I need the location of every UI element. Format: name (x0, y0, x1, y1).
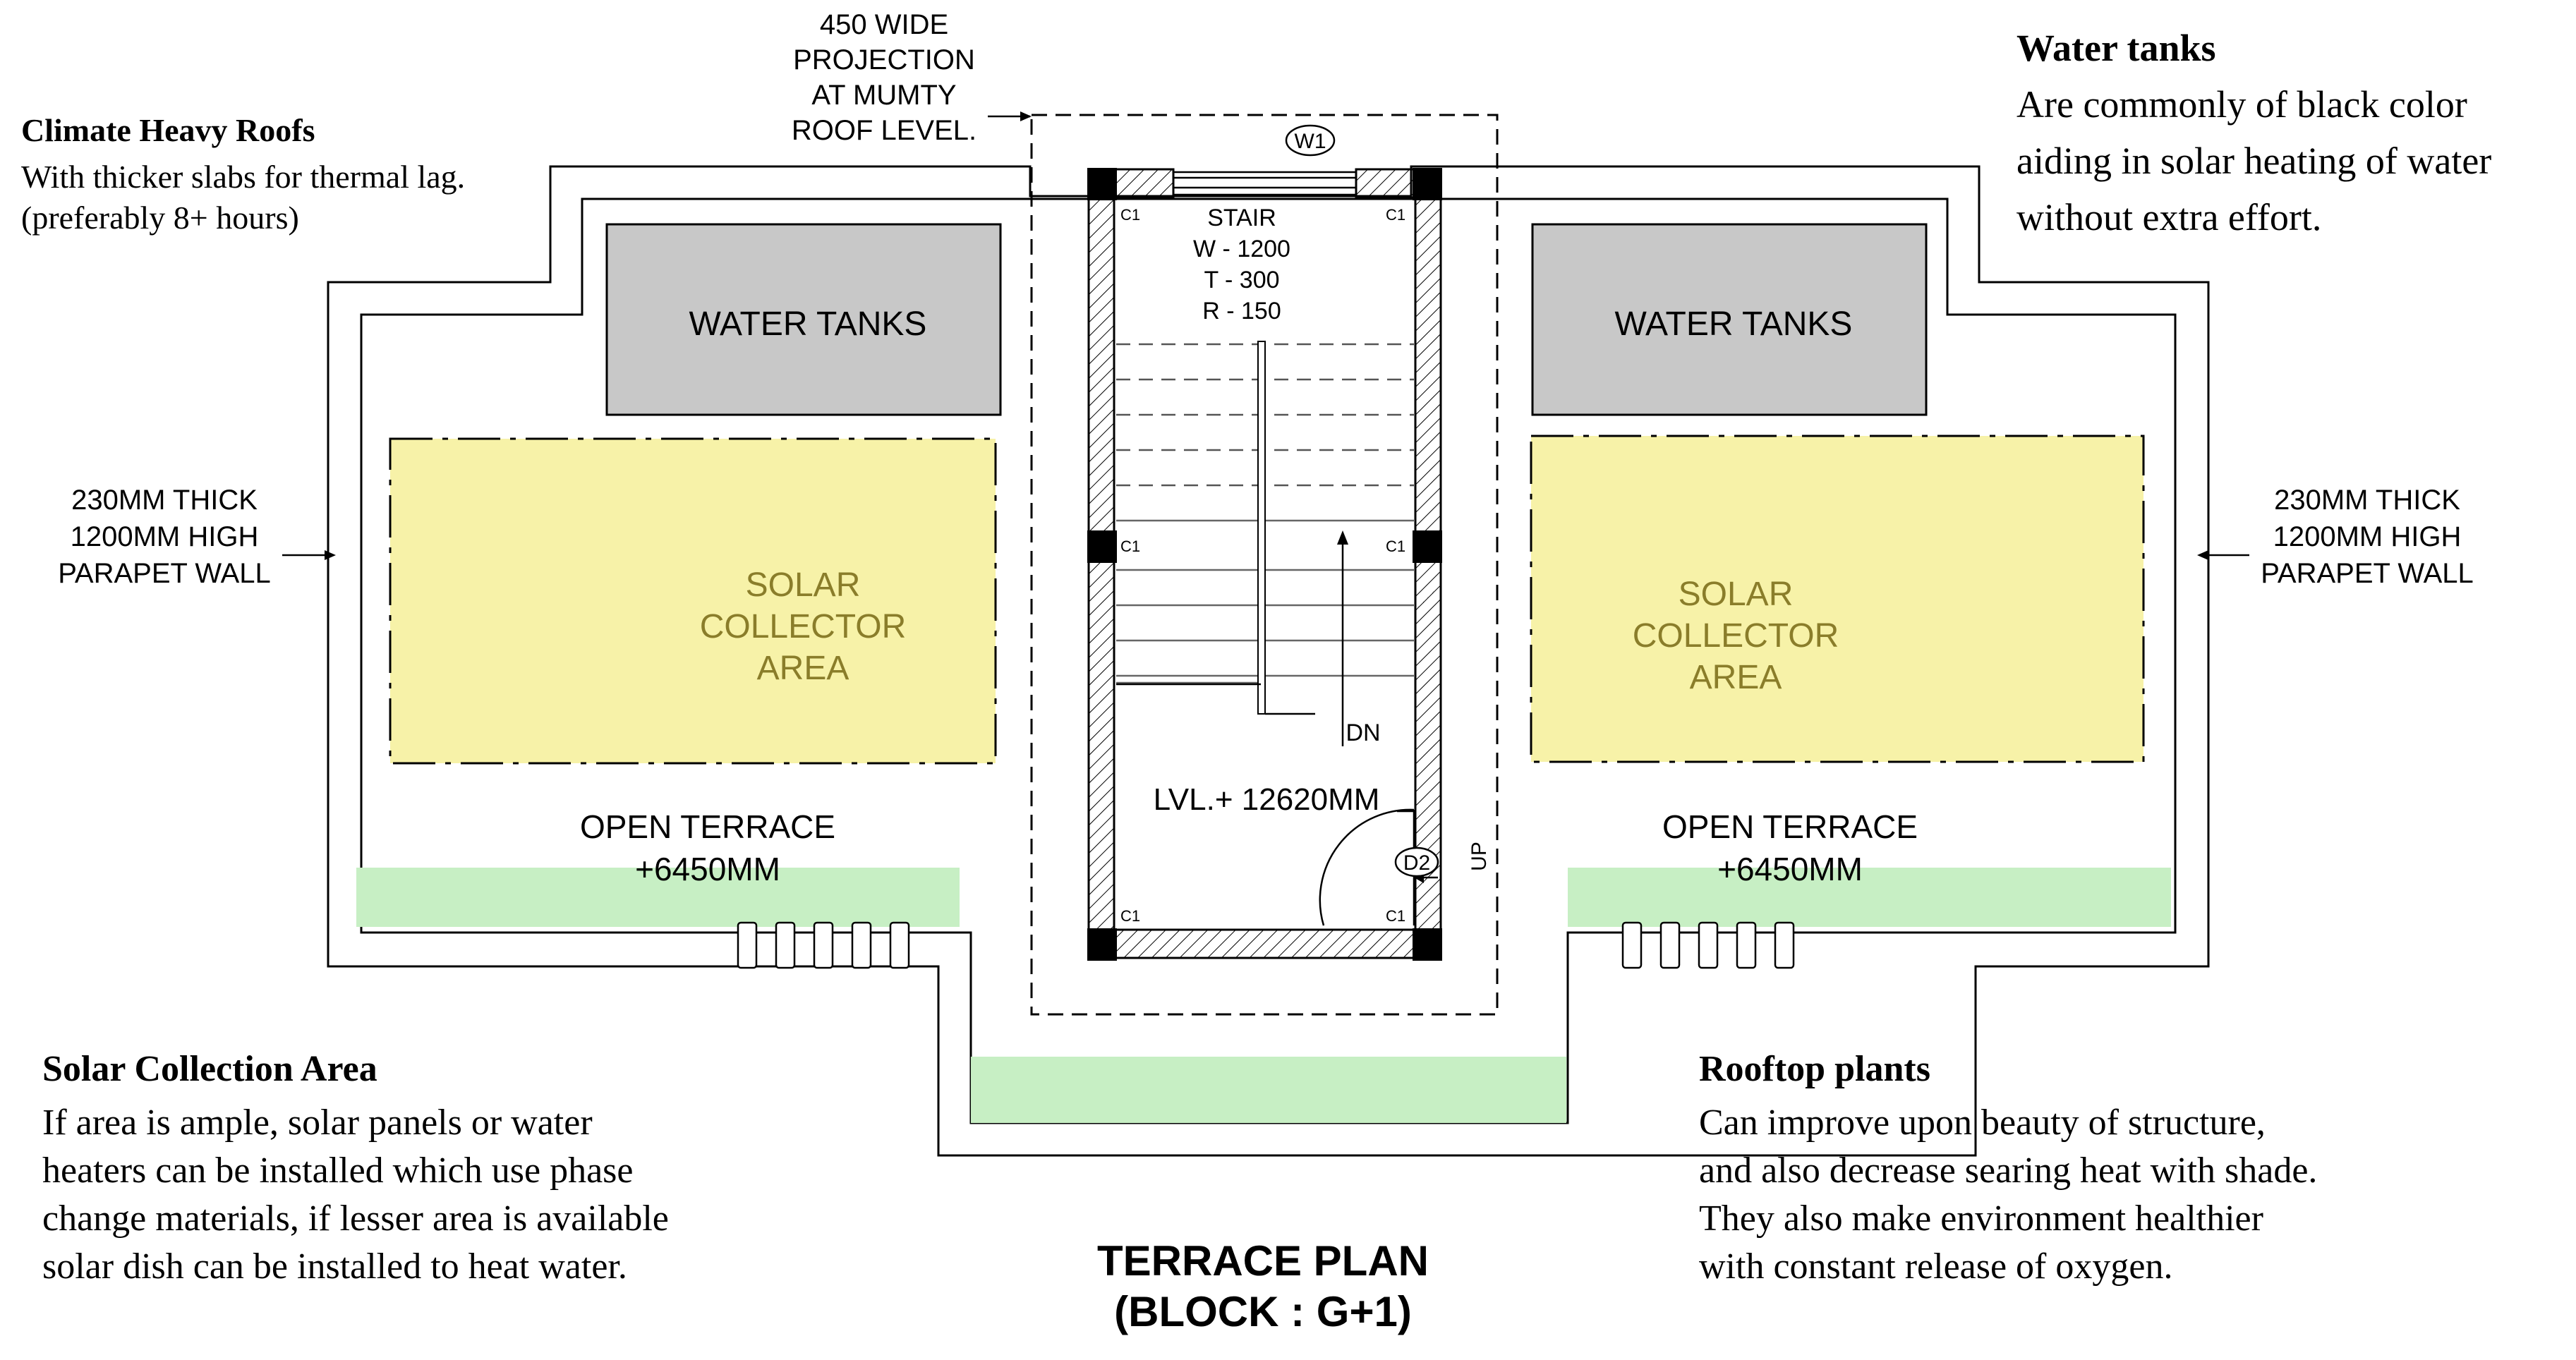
open-terrace-left-label: OPEN TERRACE (580, 808, 835, 845)
climate-roofs-heading: Climate Heavy Roofs (21, 112, 315, 148)
parapet-left-line3: PARAPET WALL (58, 558, 271, 589)
column-tag: C1 (1120, 206, 1140, 224)
water-tanks-left (605, 223, 1002, 416)
window-w1-tag (1285, 124, 1336, 157)
door-d2-tag (1394, 846, 1439, 878)
door-d2-swing (1319, 808, 1415, 926)
column-tag: C1 (1386, 538, 1405, 555)
water-tanks-right (1531, 223, 1928, 416)
solar-collection-heading: Solar Collection Area (42, 1049, 377, 1089)
projection-line3: AT MUMTY (811, 80, 956, 111)
door-d2-tag-text: D2 (1403, 851, 1430, 875)
column-tag: C1 (1386, 206, 1405, 224)
rooftop-plants-right (1568, 868, 2171, 927)
column-c1 (1413, 530, 1442, 563)
rooftop-plants-line2: and also decrease searing heat with shad… (1699, 1150, 2317, 1191)
railing-left (737, 921, 910, 969)
stair-width: W - 1200 (1193, 236, 1290, 262)
parapet-left-line2: 1200MM HIGH (71, 521, 259, 552)
rooftop-plants-bottom (971, 1057, 1566, 1123)
solar-collector-area-left (389, 437, 997, 765)
drawing-subtitle: (BLOCK : G+1) (1114, 1288, 1412, 1335)
mumty-projection-outline (1030, 114, 1499, 1016)
window-w1-tag-text: W1 (1295, 130, 1326, 153)
rooftop-plants-line4: with constant release of oxygen. (1699, 1246, 2172, 1287)
column-c1 (1087, 928, 1117, 961)
parapet-left-line1: 230MM THICK (71, 485, 258, 516)
column-tag: C1 (1120, 538, 1140, 555)
rooftop-plants-heading: Rooftop plants (1699, 1049, 1930, 1089)
water-tanks-note-line3: without extra effort. (2016, 196, 2321, 238)
stair-core (1087, 168, 1442, 961)
stair-down-label: DN (1346, 720, 1380, 746)
solar-left-line3: AREA (757, 650, 849, 687)
parapet-right-line2: 1200MM HIGH (2273, 521, 2462, 552)
solar-collection-line2: heaters can be installed which use phase (42, 1150, 633, 1191)
rooftop-plants-line3: They also make environment healthier (1699, 1198, 2263, 1239)
column-c1 (1087, 168, 1117, 200)
column-c1 (1413, 928, 1442, 961)
column-c1 (1413, 168, 1442, 200)
solar-collector-area-right (1530, 435, 2145, 763)
open-terrace-right-label: OPEN TERRACE (1662, 808, 1918, 845)
climate-roofs-line2: (preferably 8+ hours) (21, 200, 299, 236)
climate-roofs-line1: With thicker slabs for thermal lag. (21, 159, 465, 195)
parapet-wall-inner (360, 198, 2177, 1124)
solar-right-line2: COLLECTOR (1633, 617, 1839, 655)
column-c1 (1087, 530, 1117, 563)
open-terrace-left-level: +6450MM (635, 851, 780, 887)
projection-line2: PROJECTION (793, 44, 975, 75)
solar-left-line1: SOLAR (746, 566, 861, 604)
railing-right (1621, 921, 1795, 969)
stair-level-label: LVL.+ 12620MM (1154, 782, 1380, 817)
stair-tread: T - 300 (1204, 267, 1279, 293)
water-tanks-right-label: WATER TANKS (1615, 305, 1853, 343)
parapet-wall-outer (327, 165, 2210, 1157)
water-tanks-note-line2: aiding in solar heating of water (2016, 140, 2491, 182)
parapet-right-line1: 230MM THICK (2274, 485, 2460, 516)
open-terrace-right-level: +6450MM (1717, 851, 1863, 887)
column-tag: C1 (1120, 907, 1140, 925)
parapet-right-line3: PARAPET WALL (2261, 558, 2474, 589)
stair-up-label: UP (1468, 842, 1491, 871)
water-tanks-note-line1: Are commonly of black color (2016, 83, 2467, 126)
projection-line4: ROOF LEVEL. (792, 115, 976, 146)
projection-line1: 450 WIDE (820, 9, 948, 40)
drawing-title: TERRACE PLAN (1097, 1237, 1429, 1285)
water-tanks-left-label: WATER TANKS (689, 305, 927, 343)
column-tag: C1 (1386, 907, 1405, 925)
solar-collection-line3: change materials, if lesser area is avai… (42, 1198, 669, 1239)
rooftop-plants-line1: Can improve upon beauty of structure, (1699, 1103, 2266, 1143)
rooftop-plants-left (356, 868, 960, 927)
solar-collection-line4: solar dish can be installed to heat wate… (42, 1246, 627, 1287)
solar-collection-line1: If area is ample, solar panels or water (42, 1103, 593, 1143)
solar-right-line1: SOLAR (1679, 576, 1794, 613)
solar-left-line2: COLLECTOR (700, 608, 907, 645)
water-tanks-note-heading: Water tanks (2016, 27, 2216, 69)
stair-riser: R - 150 (1202, 298, 1281, 324)
stair-label: STAIR (1207, 205, 1276, 231)
window-w1 (1173, 171, 1356, 196)
solar-right-line3: AREA (1690, 659, 1782, 696)
